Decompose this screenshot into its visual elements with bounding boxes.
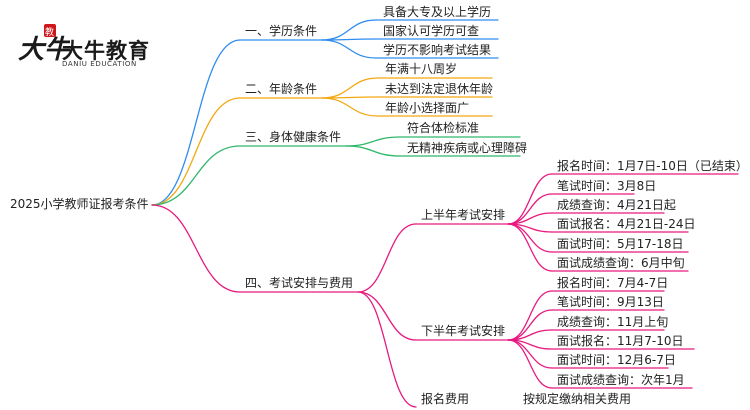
group-second-half: 下半年考试安排 — [421, 324, 506, 338]
link-age-3 — [321, 97, 379, 117]
leaf-age-1: 年满十八周岁 — [385, 62, 458, 76]
link-exam-h1 — [357, 223, 417, 293]
logo-subtitle: DANIU EDUCATION — [62, 60, 137, 68]
link-root-age — [151, 97, 241, 206]
branch-age: 二、年龄条件 — [245, 82, 318, 96]
link-exam-fee — [357, 291, 417, 408]
leaf-h1-1: 报名时间：1月7日-10日（已结束） — [557, 159, 748, 173]
leaf-edu-3: 学历不影响考试结果 — [383, 43, 492, 57]
link-h2-1 — [507, 290, 553, 341]
leaf-h1-5: 面试时间：5月17-18日 — [557, 237, 684, 251]
leaf-h1-4: 面试报名：4月21日-24日 — [557, 217, 696, 231]
leaf-age-2: 未达到法定退休年龄 — [385, 82, 494, 96]
leaf-health-1: 符合体检标准 — [407, 121, 480, 135]
leaf-h2-4: 面试报名：11月7-10日 — [557, 334, 684, 348]
link-h2-6 — [507, 339, 553, 389]
logo-name: 大牛教育 — [62, 39, 150, 63]
leaf-h2-1: 报名时间：7月4-7日 — [557, 276, 669, 290]
group-fee: 报名费用 — [421, 392, 470, 406]
link-edu-3 — [321, 39, 377, 59]
branch-health: 三、身体健康条件 — [245, 130, 342, 144]
leaf-h1-3: 成绩查询：4月21日起 — [557, 198, 676, 212]
leaf-h2-5: 面试时间：12月6-7日 — [557, 353, 676, 367]
link-exam-h2 — [357, 291, 417, 341]
leaf-h1-2: 笔试时间：3月8日 — [557, 179, 657, 193]
leaf-h2-2: 笔试时间：9月13日 — [557, 295, 664, 309]
leaf-fee-1: 按规定缴纳相关费用 — [523, 392, 632, 406]
logo-seal-icon — [44, 24, 56, 37]
branch-exam: 四、考试安排与费用 — [245, 276, 354, 290]
link-root-health — [151, 145, 241, 206]
branch-education: 一、学历条件 — [245, 24, 318, 38]
leaf-h2-3: 成绩查询：11月上旬 — [557, 315, 669, 329]
leaf-edu-2: 国家认可学历可查 — [383, 24, 480, 38]
svg-text:大牛: 大牛 — [18, 35, 70, 65]
link-age-1 — [321, 77, 379, 99]
link-edu-1 — [321, 19, 377, 41]
link-h1-1 — [507, 173, 553, 225]
leaf-h2-6: 面试成绩查询：次年1月 — [557, 373, 685, 387]
leaf-h1-6: 面试成绩查询：6月中旬 — [557, 256, 685, 270]
leaf-health-2: 无精神疾病或心理障碍 — [407, 141, 528, 155]
link-health-1 — [345, 136, 401, 147]
link-root-exam — [151, 204, 241, 293]
logo: 大牛 教 — [14, 18, 174, 78]
link-health-2 — [345, 145, 401, 157]
link-h1-6 — [507, 223, 553, 272]
leaf-age-3: 年龄小选择面广 — [385, 101, 470, 115]
group-first-half: 上半年考试安排 — [421, 208, 506, 222]
leaf-edu-1: 具备大专及以上学历 — [383, 5, 492, 19]
logo-mark-icon: 大牛 教 — [18, 24, 70, 65]
root-topic: 2025小学教师证报考条件 — [10, 197, 149, 211]
link-root-edu — [151, 39, 241, 206]
svg-text:教: 教 — [45, 26, 54, 38]
